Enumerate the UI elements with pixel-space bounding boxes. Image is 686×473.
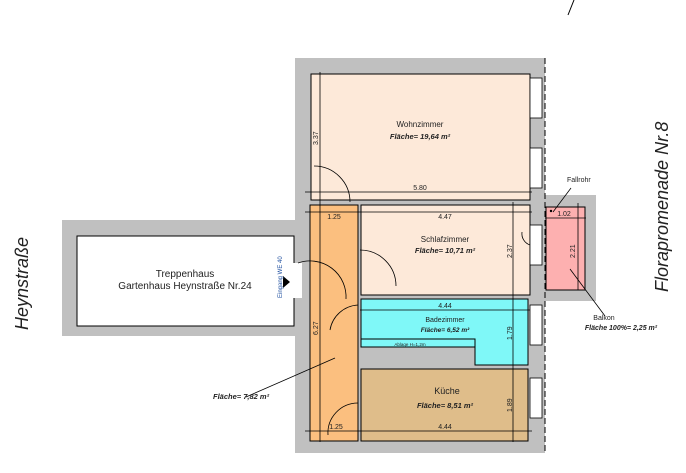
flur-width-bottom: 1.25 (329, 424, 343, 431)
dimension-lines (245, 72, 606, 442)
street-heynstrasse: Heynstraße (12, 237, 32, 330)
room-kueche (360, 368, 529, 442)
door-swings (297, 165, 531, 436)
stairwell-subtitle: Gartenhaus Heynstraße Nr.24 (118, 281, 252, 292)
badezimmer-width: 4.44 (438, 303, 452, 310)
flur-width-top: 1.25 (327, 214, 341, 221)
north-line (567, 0, 575, 16)
balkon-depth: 2.21 (570, 244, 577, 258)
room-flur (309, 204, 359, 442)
schlafzimmer-depth: 2.37 (507, 244, 514, 258)
balkon-area: Fläche 100%= 2,25 m² (585, 325, 658, 332)
street-florapromenade: Florapromenade Nr.8 (652, 122, 672, 292)
flur-area: Fläche= 7,82 m² (213, 392, 270, 401)
badezimmer-area: Fläche= 6,52 m² (421, 327, 470, 334)
schlafzimmer-name: Schlafzimmer (421, 235, 470, 244)
stairwell-title: Treppenhaus (156, 269, 215, 280)
balkon-pipe-label: Fallrohr (567, 177, 591, 184)
balkon-name: Balkon (593, 315, 615, 322)
badezimmer-depth: 1.79 (507, 326, 514, 340)
downpipe-icon (549, 209, 553, 213)
room-wohnzimmer (310, 73, 531, 201)
kueche-width: 4.44 (438, 424, 452, 431)
kueche-depth: 1.89 (507, 398, 514, 412)
room-balkon (545, 206, 586, 291)
wohnzimmer-area: Fläche= 19,64 m² (390, 132, 451, 141)
kueche-name: Küche (434, 386, 460, 396)
bath-shelf (360, 338, 476, 348)
wohnzimmer-name: Wohnzimmer (397, 120, 444, 129)
schlafzimmer-area: Fläche= 10,71 m² (415, 246, 476, 255)
wohnzimmer-width: 5.80 (413, 185, 427, 192)
entrance-opening (290, 263, 302, 298)
entrance-arrow-icon (283, 276, 290, 288)
wohnzimmer-depth: 3.37 (313, 131, 320, 145)
badezimmer-shelf: Ablage H=1,2m (394, 342, 425, 347)
balkon-width: 1.02 (557, 211, 571, 218)
windows (529, 77, 543, 419)
badezimmer-name: Badezimmer (425, 317, 465, 324)
schlafzimmer-width: 4.47 (438, 214, 452, 221)
room-schlafzimmer (360, 204, 531, 296)
entrance-label: Eingang WE 40 (278, 256, 284, 298)
kueche-area: Fläche= 8,51 m² (417, 401, 474, 410)
flur-length: 6.27 (313, 321, 320, 335)
